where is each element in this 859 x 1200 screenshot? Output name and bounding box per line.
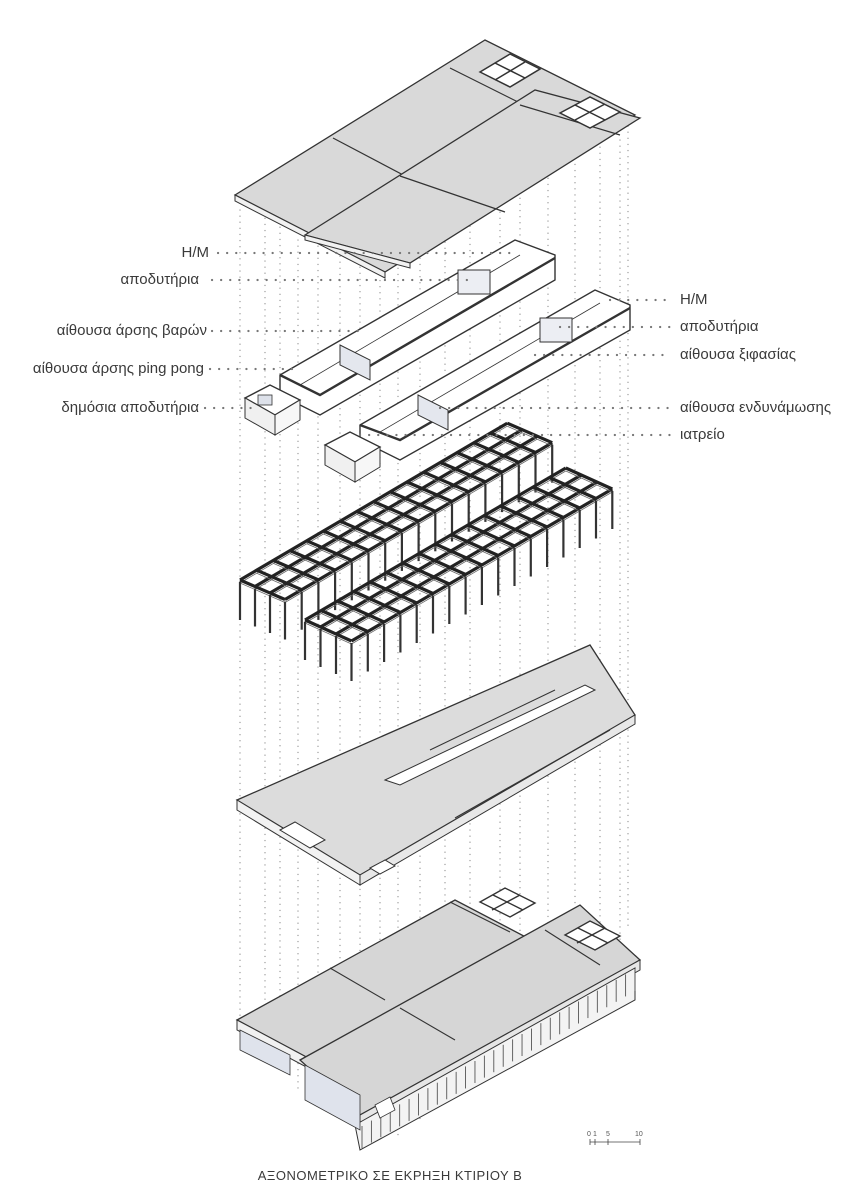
- skylight-b: [558, 96, 622, 129]
- label-fencing-room: αίθουσα ξιφασίας: [680, 346, 796, 363]
- floor-slab-layer: [235, 644, 636, 886]
- label-strength-room: αίθουσα ενδυνάμωσης: [680, 399, 832, 416]
- drawing-caption: ΑΞΟΝΟΜΕΤΡΙΚΟ ΣΕ ΕΚΡΗΞΗ ΚΤΙΡΙΟΥ Β: [257, 1168, 523, 1183]
- label-leader-lines: [203, 251, 672, 437]
- entrance-steps: [278, 821, 397, 875]
- label-infirmary: ιατρείο: [680, 426, 725, 443]
- roof-layer: [233, 39, 642, 279]
- label-changing-rooms-left: αποδυτήρια: [120, 271, 199, 288]
- label-weightlifting-room: αίθουσα άρσης βαρών: [56, 322, 207, 339]
- scale-bar: [589, 1139, 641, 1145]
- scale-tick-0: 0: [587, 1131, 591, 1138]
- label-mechanical-left: Η/Μ: [181, 244, 210, 261]
- structure-layer: [238, 421, 614, 681]
- label-public-changing-rooms: δημόσια αποδυτήρια: [61, 399, 199, 416]
- skylight-assembled-b: [563, 920, 622, 951]
- label-changing-rooms-right: αποδυτήρια: [680, 318, 759, 335]
- scale-tick-5: 5: [606, 1131, 610, 1138]
- rooms-layer: [243, 239, 631, 483]
- scale-tick-10: 10: [635, 1131, 643, 1138]
- public-changing-room-box: [243, 384, 302, 436]
- skylight-a: [478, 53, 542, 88]
- assembled-building: [235, 887, 642, 1151]
- skylight-assembled-a: [478, 887, 537, 918]
- label-mechanical-right: Η/Μ: [680, 291, 708, 308]
- scale-tick-1: 1: [593, 1131, 597, 1138]
- label-ping-pong-room: αίθουσα άρσης ping pong: [32, 360, 204, 377]
- infirmary-box: [323, 431, 382, 483]
